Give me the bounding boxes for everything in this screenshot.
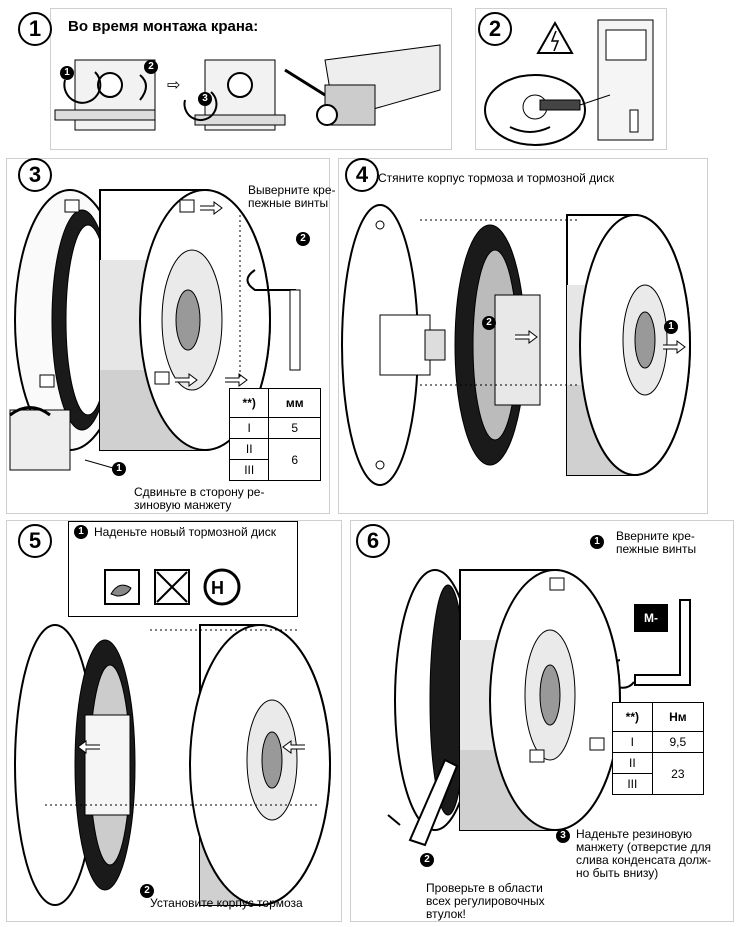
table-cell: III: [612, 773, 653, 795]
no-cleaner-icon: [203, 568, 241, 606]
table-cell: I: [612, 731, 653, 753]
table-cell: 23: [651, 752, 705, 795]
step-3-number: 3: [18, 158, 52, 192]
table-head-config: **): [612, 702, 653, 732]
torque-badge-text: M-: [644, 611, 658, 625]
step-2-number: 2: [478, 12, 512, 46]
step-6-screw-label: Вверните кре- пежные винты: [616, 529, 697, 556]
step-6-marker-3: 3: [556, 829, 570, 843]
step-2-panel: [475, 8, 667, 150]
step-2-illustration: [484, 19, 654, 146]
step-6-marker-2: 2: [420, 853, 434, 867]
table-cell: II: [228, 438, 270, 460]
step-5-number: 5: [18, 524, 52, 558]
step-4-brake-illustration: [341, 204, 691, 486]
step-6-check-label: Проверьте в области всех регулировочных …: [426, 881, 545, 921]
table-cell: I: [228, 417, 270, 439]
table-cell: III: [228, 459, 270, 481]
step-3-cuff-label: Сдвиньте в сторону ре- зиновую манжету: [134, 485, 265, 512]
step-6-cuff-label: Наденьте резиновую манжету (отверстие дл…: [576, 827, 712, 880]
table-cell: 9,5: [651, 731, 705, 753]
step-3-unscrew-label: Выверните кре- пежные винты: [248, 183, 336, 210]
step-5-title: Наденьте новый тормозной диск: [94, 525, 276, 539]
step-5-brake-illustration: [14, 624, 331, 906]
step-1-panel: [50, 8, 452, 150]
svg-text:H: H: [211, 578, 224, 598]
step-5-marker-1: 1: [74, 525, 88, 539]
step-1-marker-1: 1: [60, 66, 74, 80]
step-1-marker-3: 3: [198, 92, 212, 106]
step-5-note-box: [68, 521, 298, 617]
step-5-marker-2: 2: [140, 884, 154, 898]
allen-key-icon: [607, 599, 691, 689]
step-1-title: Во время монтажа крана:: [68, 18, 259, 35]
step-4-marker-2: 2: [482, 316, 496, 330]
torque-wrench-badge: M-: [634, 604, 668, 632]
table-cell: 5: [268, 417, 321, 439]
step-6-marker-1: 1: [590, 535, 604, 549]
step-6-brake-illustration: [387, 569, 621, 847]
step-4-marker-1: 1: [664, 320, 678, 334]
step-1-marker-2: 2: [144, 60, 158, 74]
high-voltage-icon: [536, 20, 574, 54]
table-cell: 6: [268, 438, 321, 481]
step-6-panel: [350, 520, 734, 922]
step-3-marker-2: 2: [296, 232, 310, 246]
step-4-panel: [338, 158, 708, 514]
step-4-number: 4: [345, 158, 379, 192]
step-3-marker-1: 1: [112, 462, 126, 476]
table-head-unit: Нм: [651, 702, 705, 732]
table-head-unit: мм: [268, 388, 321, 418]
step-1-illustration: ⇨: [54, 44, 441, 131]
step-6-number: 6: [356, 524, 390, 558]
step-5-install-label: Установите корпус тормоза: [150, 896, 303, 910]
step-3-brake-illustration: [9, 189, 301, 471]
svg-text:⇨: ⇨: [167, 77, 180, 94]
step-1-number: 1: [18, 12, 52, 46]
step-4-title: Стяните корпус тормоза и тормозной диск: [378, 171, 615, 185]
step-5-panel: [6, 520, 342, 922]
table-cell: II: [612, 752, 653, 774]
step-5-pictograms: H: [104, 568, 241, 606]
step-3-panel: [6, 158, 330, 514]
table-head-config: **): [228, 388, 270, 418]
